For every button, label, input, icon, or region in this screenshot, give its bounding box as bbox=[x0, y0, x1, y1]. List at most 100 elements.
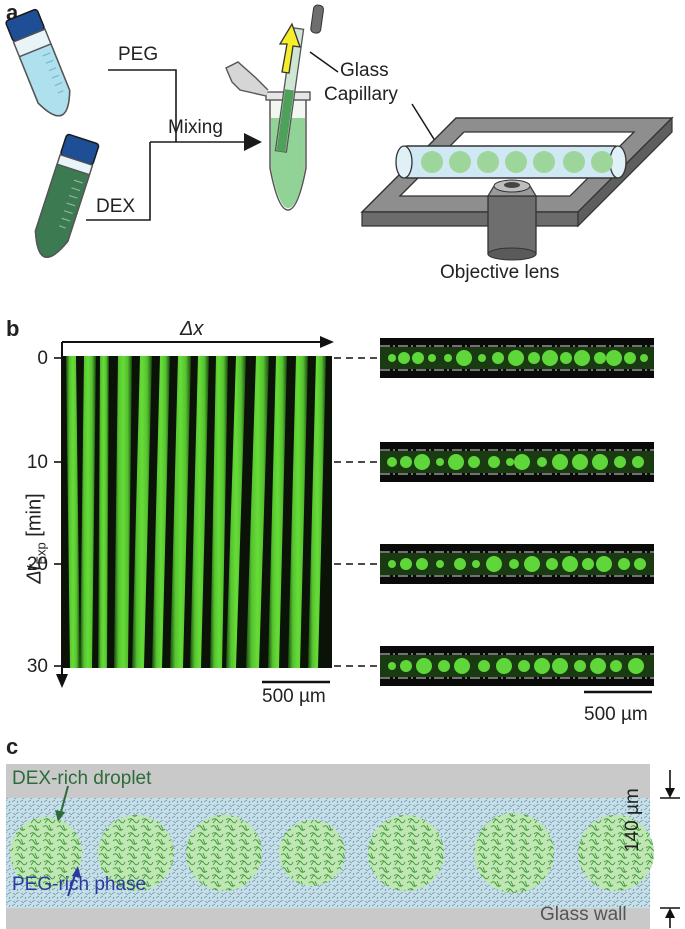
y-tick-0: 0 bbox=[37, 348, 48, 369]
scalebar-left-label: 500 µm bbox=[262, 686, 326, 707]
width-label: 140 µm bbox=[622, 788, 643, 852]
snapshot-droplet bbox=[454, 558, 466, 570]
snapshot-droplet bbox=[436, 560, 444, 568]
snapshot-droplet bbox=[400, 660, 412, 672]
y-tick-30: 30 bbox=[26, 656, 48, 677]
capillary-snapshot bbox=[380, 338, 654, 378]
objective-lens-icon bbox=[486, 179, 538, 261]
peg-tube-icon bbox=[5, 8, 71, 117]
kymograph-stripe bbox=[132, 356, 152, 668]
panel-label-c: c bbox=[6, 734, 19, 759]
capillary-snapshot bbox=[380, 544, 654, 584]
snapshot-droplet bbox=[606, 350, 622, 366]
snapshot-droplet bbox=[546, 558, 558, 570]
kymograph-stripe bbox=[308, 356, 326, 668]
snapshot-droplet bbox=[552, 454, 568, 470]
y-axis-symbol: Δt bbox=[23, 564, 46, 584]
snapshot-droplet bbox=[528, 352, 540, 364]
snapshot-droplet bbox=[436, 458, 444, 466]
snapshot-droplet bbox=[438, 660, 450, 672]
snapshot-droplet bbox=[524, 556, 540, 572]
snapshot-droplet bbox=[562, 556, 578, 572]
mixing-label: Mixing bbox=[168, 117, 223, 138]
dex-droplet bbox=[186, 815, 262, 891]
snapshot-droplet bbox=[496, 658, 512, 674]
capillary-snapshot bbox=[380, 646, 654, 686]
dex-label: DEX bbox=[96, 196, 136, 217]
snapshot-droplet bbox=[542, 350, 558, 366]
snapshot-droplet bbox=[388, 662, 396, 670]
snapshot-droplet bbox=[614, 456, 626, 468]
snapshot-droplet bbox=[560, 352, 572, 364]
snapshot-droplet bbox=[478, 354, 486, 362]
snapshot-droplet bbox=[388, 560, 396, 568]
y-axis-arrow-icon bbox=[56, 674, 68, 688]
snapshot-droplet bbox=[468, 456, 480, 468]
dex-droplet-label: DEX-rich droplet bbox=[12, 768, 152, 789]
snapshot-droplet bbox=[594, 352, 606, 364]
bottom-glass-wall bbox=[6, 908, 650, 929]
kymograph-stripe bbox=[170, 356, 191, 668]
kymograph-stripe bbox=[98, 356, 109, 668]
snapshot-droplet bbox=[456, 350, 472, 366]
peg-phase-label: PEG-rich phase bbox=[12, 874, 147, 895]
snapshot-droplet bbox=[444, 354, 452, 362]
snapshot-droplet bbox=[472, 560, 480, 568]
objective-lens-label: Objective lens bbox=[440, 262, 560, 283]
snapshot-droplet bbox=[448, 454, 464, 470]
kymograph-stripe bbox=[226, 356, 246, 668]
snapshot-droplet bbox=[486, 556, 502, 572]
snapshot-droplet bbox=[398, 352, 410, 364]
y-axis-label: ΔtExp [min] bbox=[24, 469, 49, 609]
y-axis-subscript: Exp bbox=[33, 542, 49, 565]
y-tick-10: 10 bbox=[26, 452, 48, 473]
panel-a-schematic bbox=[5, 4, 674, 261]
kymograph-stripe bbox=[268, 356, 287, 668]
dex-droplet bbox=[474, 813, 554, 893]
snapshot-droplet bbox=[488, 456, 500, 468]
y-tick-20: 20 bbox=[26, 554, 48, 575]
kymograph-stripe bbox=[152, 356, 170, 668]
snapshot-droplet bbox=[478, 660, 490, 672]
time-connector-dashes bbox=[334, 357, 380, 667]
width-arrow-down-icon bbox=[665, 788, 675, 798]
snapshot-droplet bbox=[552, 658, 568, 674]
snapshot-droplet bbox=[574, 660, 586, 672]
snapshot-droplet bbox=[428, 354, 436, 362]
mixing-connector-lines bbox=[86, 69, 250, 221]
y-axis-unit: [min] bbox=[23, 493, 46, 537]
snapshot-droplet bbox=[518, 660, 530, 672]
snapshot-droplet bbox=[590, 658, 606, 674]
pull-up-arrow-icon bbox=[278, 22, 301, 74]
capillary-label-line2: Capillary bbox=[324, 84, 398, 105]
snapshot-droplet bbox=[628, 658, 644, 674]
snapshot-droplet bbox=[508, 350, 524, 366]
kymograph-stripe bbox=[114, 356, 132, 668]
phase-callout-arrowhead-icon bbox=[72, 866, 81, 878]
kymograph-stripe bbox=[246, 356, 269, 668]
snapshot-droplet bbox=[514, 454, 530, 470]
panel-label-b: b bbox=[6, 316, 20, 341]
panel-c-capillary-cross-section bbox=[6, 764, 680, 929]
capillary-snapshots bbox=[380, 338, 654, 686]
y-ticks bbox=[54, 357, 62, 667]
snapshot-droplet bbox=[388, 354, 396, 362]
glass-wall-label: Glass wall bbox=[540, 904, 627, 925]
kymograph-stripe bbox=[288, 356, 308, 668]
kymograph-stripe bbox=[190, 356, 209, 668]
snapshot-droplet bbox=[454, 658, 470, 674]
snapshot-droplet bbox=[592, 454, 608, 470]
width-arrow-up-icon bbox=[665, 908, 675, 918]
snapshot-droplet bbox=[596, 556, 612, 572]
snapshot-droplet bbox=[509, 559, 519, 569]
snapshot-droplet bbox=[640, 354, 648, 362]
kymograph-stripe bbox=[210, 356, 228, 668]
snapshot-droplet bbox=[537, 457, 547, 467]
droplet-callout-arrow bbox=[59, 785, 69, 817]
glass-capillary-tube-icon bbox=[274, 4, 325, 153]
snapshot-droplet bbox=[572, 454, 588, 470]
snapshot-droplet bbox=[387, 457, 397, 467]
snapshot-droplet bbox=[416, 658, 432, 674]
snapshot-droplet bbox=[574, 350, 590, 366]
snapshot-droplet bbox=[400, 456, 412, 468]
